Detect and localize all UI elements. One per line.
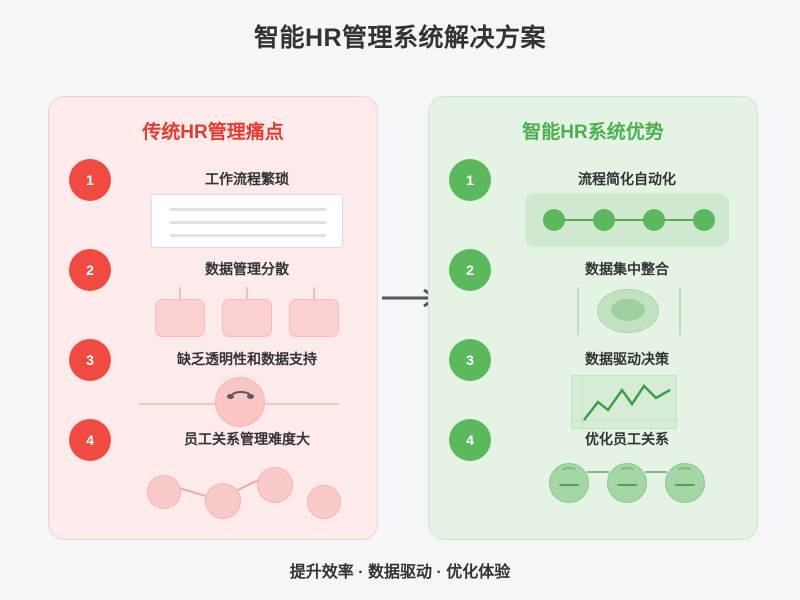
database-icon: [509, 287, 745, 341]
pain-item-3-label: 缺乏透明性和数据支持: [177, 351, 317, 367]
pain-points-panel: 传统HR管理痛点 1 工作流程繁琐 2 数据管理分散 3: [48, 96, 378, 540]
benefit-item-4-badge: 4: [449, 419, 491, 461]
benefit-item-3-badge: 3: [449, 339, 491, 381]
footer-tagline: 提升效率 · 数据驱动 · 优化体验: [289, 564, 511, 581]
workflow-chain-icon: [509, 193, 745, 251]
sad-face-icon: [129, 377, 365, 431]
pain-item-2-label: 数据管理分散: [205, 261, 289, 277]
pain-item-2: 2 数据管理分散: [49, 249, 377, 341]
disconnected-network-icon: [129, 457, 365, 519]
benefit-item-3-label: 数据驱动决策: [585, 351, 669, 367]
benefit-item-1-label: 流程简化自动化: [578, 171, 676, 187]
pain-item-4: 4 员工关系管理难度大: [49, 419, 377, 519]
pain-item-3: 3 缺乏透明性和数据支持: [49, 339, 377, 431]
pain-item-2-badge: 2: [69, 249, 111, 291]
connected-people-icon: [509, 457, 745, 511]
pain-item-1-label: 工作流程繁琐: [205, 171, 289, 187]
benefit-item-1-badge: 1: [449, 159, 491, 201]
benefit-item-4: 4 优化员工关系: [429, 419, 757, 511]
pain-item-4-label: 员工关系管理难度大: [184, 431, 310, 447]
page-title: 智能HR管理系统解决方案: [253, 24, 547, 52]
benefit-item-3: 3 数据驱动决策: [429, 339, 757, 431]
benefits-panel-title: 智能HR系统优势: [522, 122, 664, 143]
benefits-panel: 智能HR系统优势 1 流程简化自动化 2 数据集中整合: [428, 96, 758, 540]
pain-item-1: 1 工作流程繁琐: [49, 159, 377, 251]
pain-item-1-badge: 1: [69, 159, 111, 201]
benefit-item-1: 1 流程简化自动化: [429, 159, 757, 251]
document-form-icon: [129, 194, 365, 251]
benefit-item-4-label: 优化员工关系: [585, 431, 669, 447]
benefit-item-2-label: 数据集中整合: [585, 261, 669, 277]
scattered-cards-icon: [129, 287, 365, 341]
benefit-item-2-badge: 2: [449, 249, 491, 291]
trend-chart-icon: [509, 375, 745, 431]
pain-item-4-badge: 4: [69, 419, 111, 461]
pain-points-panel-title: 传统HR管理痛点: [142, 122, 284, 143]
benefit-item-2: 2 数据集中整合: [429, 249, 757, 341]
pain-item-3-badge: 3: [69, 339, 111, 381]
